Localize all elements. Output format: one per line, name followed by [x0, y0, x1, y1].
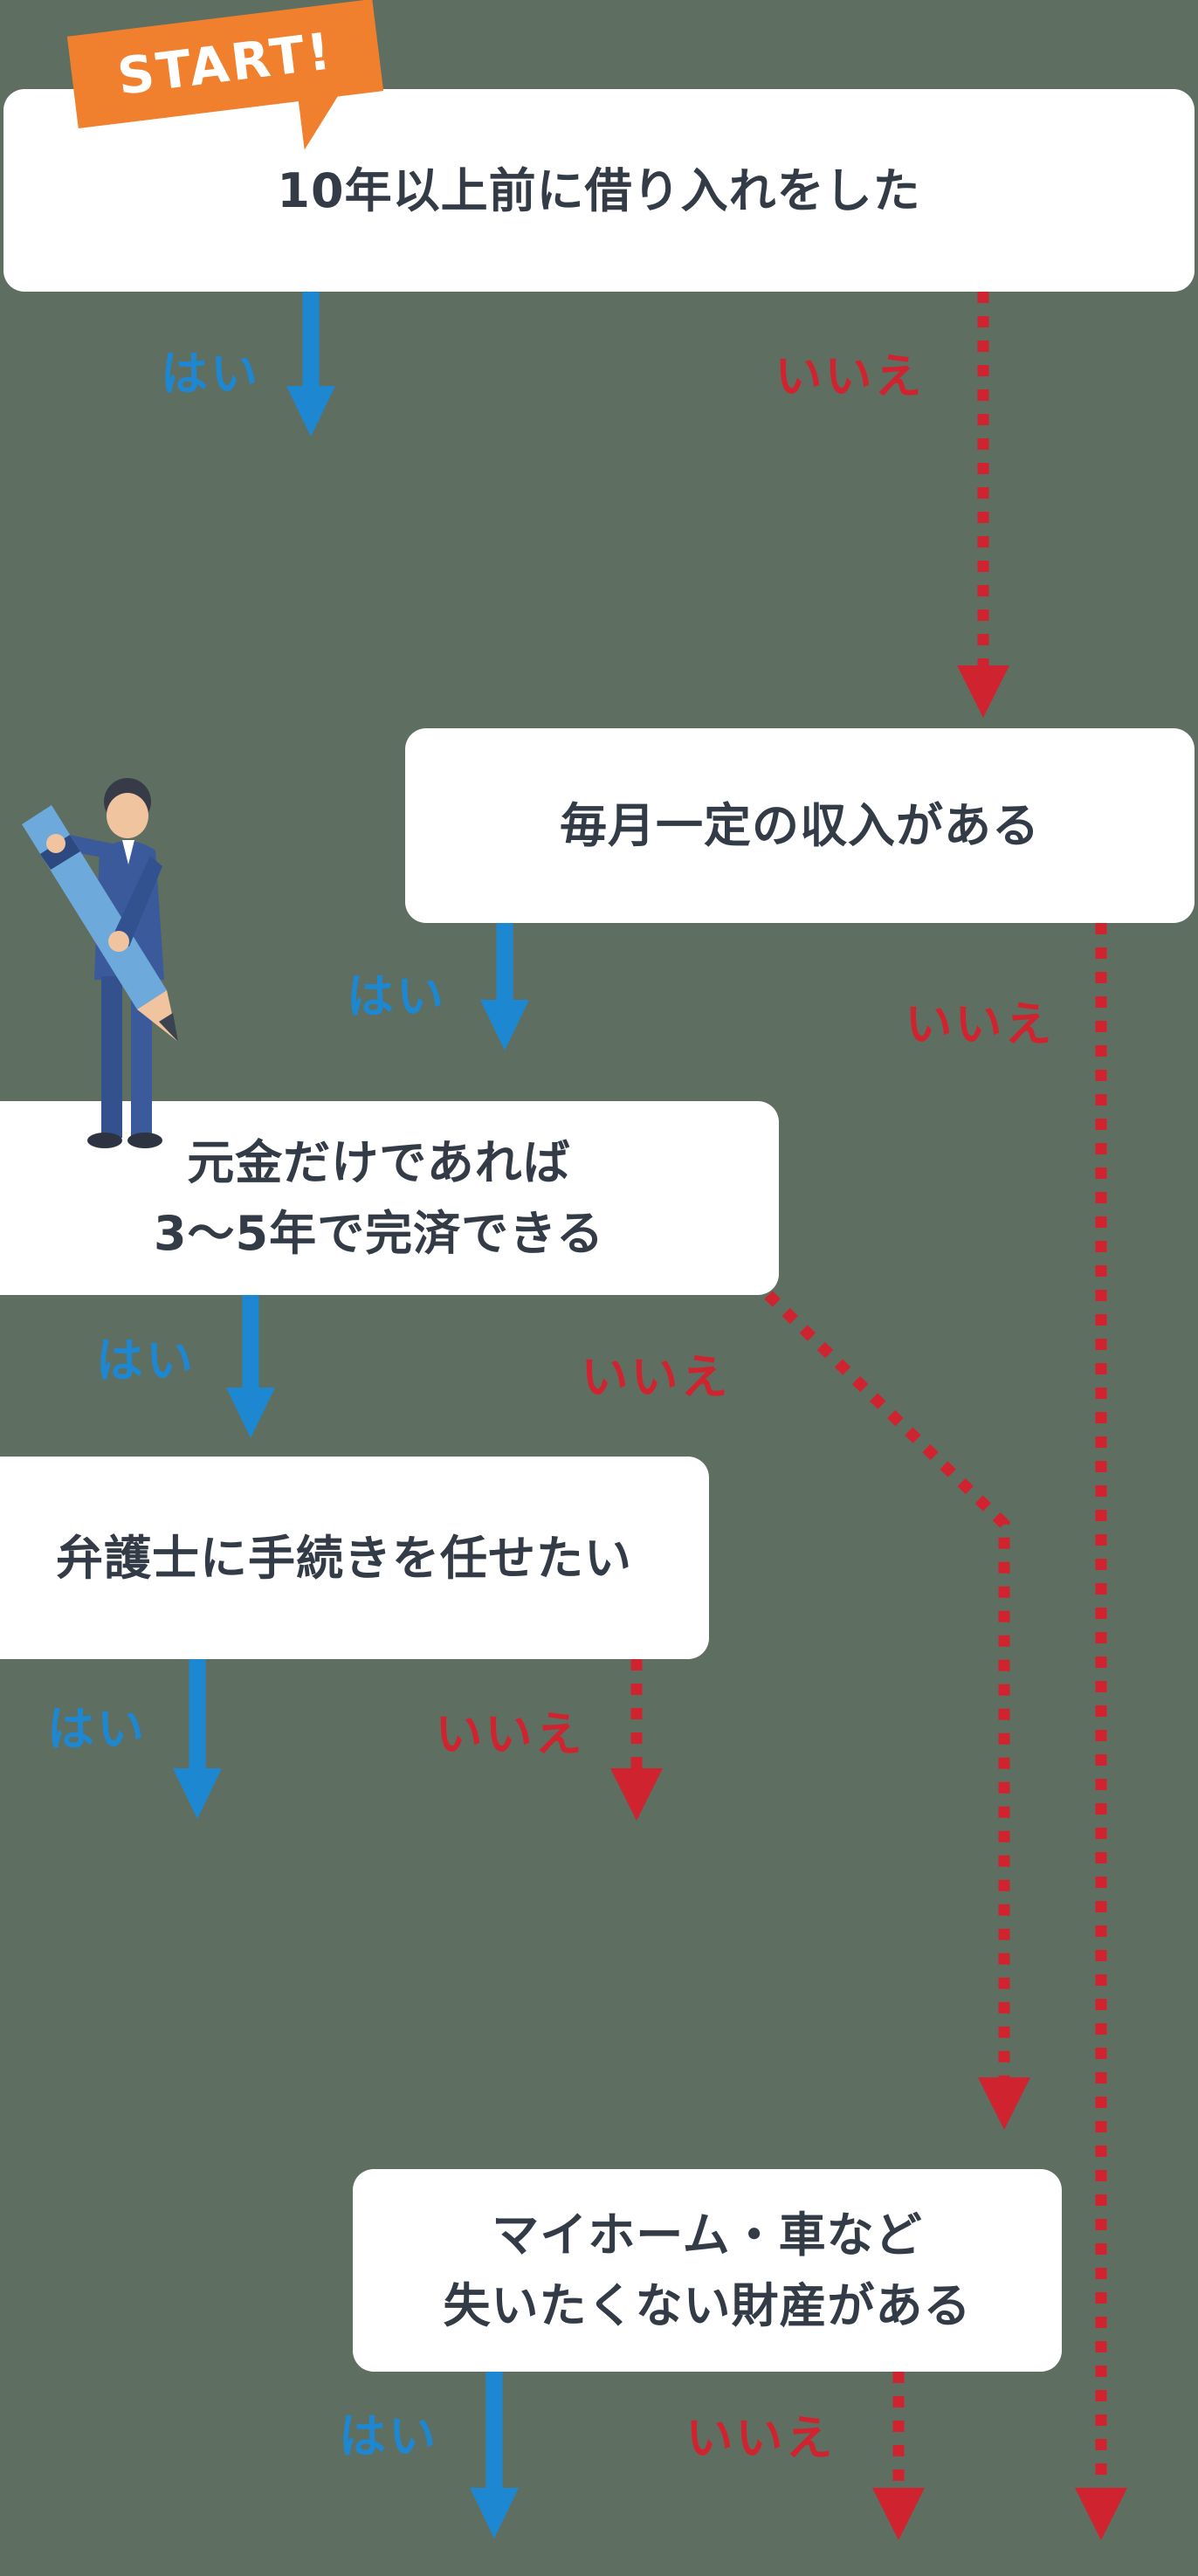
edge-label-q5-yes: はい	[339, 2408, 438, 2464]
pencil-graphite-tip	[159, 1013, 178, 1042]
person-leg-left	[101, 976, 122, 1138]
edge-label-q2-no: いいえ	[905, 996, 1055, 1052]
person-arm-lower	[112, 856, 162, 947]
edge-q4-yes-arrow	[173, 1659, 222, 1819]
edge-label-q2-yes: はい	[347, 968, 446, 1024]
edge-q1-yes-arrow	[286, 292, 335, 437]
person-hand-lower	[108, 931, 129, 952]
edge-q3-no-arrow	[764, 1291, 1030, 2130]
edge-q3-yes-arrow	[226, 1295, 275, 1438]
start-banner-label: START!	[114, 21, 337, 107]
node-question-4: 弁護士に手続きを任せたい	[0, 1457, 709, 1659]
edge-q2-no-arrow	[1075, 923, 1127, 2540]
edge-q1-no-arrow	[957, 292, 1009, 718]
edge-q4-no-arrow	[610, 1659, 663, 1821]
node-question-1: 10年以上前に借り入れをした	[3, 89, 1195, 292]
edge-q2-yes-arrow	[480, 923, 529, 1050]
node-question-2: 毎月一定の収入がある	[405, 728, 1195, 923]
edge-q5-no-arrow	[872, 2372, 925, 2540]
edge-label-q1-yes: はい	[161, 346, 260, 402]
person-shoe-right	[127, 1133, 162, 1148]
node-question-5: マイホーム・車など 失いたくない財産がある	[353, 2169, 1062, 2372]
edge-label-q3-no: いいえ	[581, 1349, 731, 1405]
edge-label-q4-no: いいえ	[435, 1706, 585, 1762]
person-shoe-left	[87, 1133, 122, 1148]
person-shirt	[122, 840, 134, 864]
edge-label-q5-no: いいえ	[685, 2410, 836, 2466]
businessman-with-pencil-illustration	[22, 778, 178, 1148]
node-question-3: 元金だけであれば 3〜5年で完済できる	[0, 1101, 779, 1295]
start-banner-tail	[298, 91, 348, 150]
edge-label-q3-yes: はい	[96, 1333, 196, 1388]
person-head	[107, 793, 148, 838]
pencil-band	[40, 835, 80, 870]
edge-label-q4-yes: はい	[47, 1701, 147, 1757]
edge-q5-yes-arrow	[470, 2372, 519, 2538]
edge-label-q1-no: いいえ	[775, 348, 925, 404]
person-hand-upper	[46, 834, 65, 853]
